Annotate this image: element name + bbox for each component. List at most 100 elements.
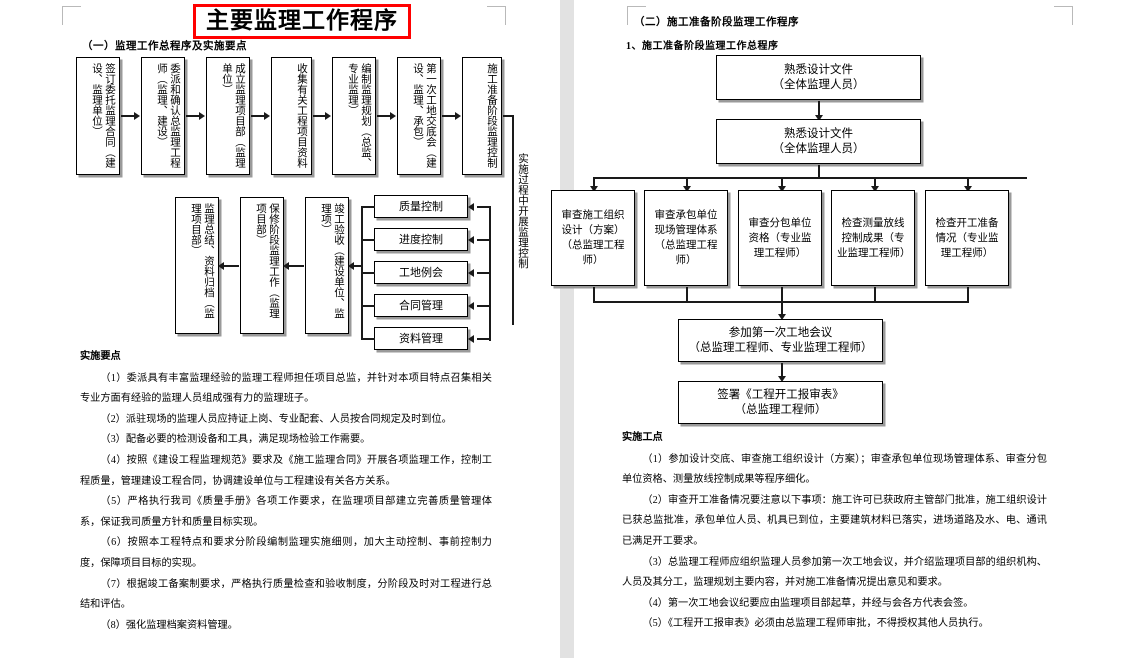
flow-box-parallel-4: 检查测量放线控制成果（专业监理工程师） bbox=[831, 190, 915, 286]
right-points-block: 实施工点 （1）参加设计交底、审查施工组织设计（方案）；审查承包单位现场管理体系… bbox=[622, 428, 1047, 635]
left-points-block: 实施要点 （1）委派具有丰富监理经验的监理工程师担任项目总监，并针对本项目特点召… bbox=[80, 347, 492, 636]
connector-r2-2 bbox=[287, 265, 304, 267]
left-point-2: （2）派驻现场的监理人员应持证上岗、专业配套、人员按合同规定及时到位。 bbox=[100, 413, 452, 425]
control-out-2 bbox=[361, 239, 375, 241]
crop-mark-top-right bbox=[487, 6, 506, 25]
distribution-stem bbox=[818, 165, 820, 178]
page-right: （二）施工准备阶段监理工作程序 1、施工准备阶段监理工作总程序 熟悉设计文件 （… bbox=[551, 0, 1127, 658]
control-feed-5 bbox=[477, 338, 490, 340]
control-box-4: 合同管理 bbox=[374, 294, 468, 317]
connector-r1-1 bbox=[121, 115, 135, 117]
control-feed-2 bbox=[477, 239, 490, 241]
control-box-2: 进度控制 bbox=[374, 228, 468, 251]
control-box-1: 质量控制 bbox=[374, 195, 468, 218]
control-box-5: 资料管理 bbox=[374, 327, 468, 350]
connector-r1-3 bbox=[251, 115, 265, 117]
connector-r1-4 bbox=[313, 115, 326, 117]
right-point-3: （3）总监理工程师应组织监理人员参加第一次工地会议，并介绍监理项目部的组织机构、… bbox=[622, 556, 1047, 589]
connector-r2-1 bbox=[222, 265, 239, 267]
flow-box-top-1-line2: （全体监理人员） bbox=[772, 78, 865, 91]
left-point-8: （8）强化监理档案资料管理。 bbox=[100, 619, 238, 631]
connector-r1-5 bbox=[377, 115, 391, 117]
arrow-control-1 bbox=[468, 203, 474, 211]
collect-4 bbox=[874, 287, 876, 302]
arrow-drop-3 bbox=[778, 186, 786, 192]
flow-box-row1-7: 施工准备阶段监理控制 bbox=[462, 57, 502, 175]
flow-box-bottom-2-line2: （总监理工程师） bbox=[734, 403, 827, 416]
left-point-5: （5）严格执行我司《质量手册》各项工作要求，在监理项目部建立完善质量管理体系，保… bbox=[80, 496, 492, 528]
arrow-r1-6 bbox=[455, 112, 461, 120]
arrow-r2-1 bbox=[218, 262, 224, 270]
control-feed-4 bbox=[477, 305, 490, 307]
drop-3 bbox=[781, 177, 783, 190]
arrow-control-2 bbox=[468, 236, 474, 244]
arrow-top1-top2 bbox=[815, 115, 823, 121]
arrow-drop-4 bbox=[871, 186, 879, 192]
right-point-2: （2）审查开工准备情况要注意以下事项：施工许可已获政府主管部门批准，施工组织设计… bbox=[622, 494, 1047, 547]
flow-box-bottom-2-line1: 签署《工程开工报审表》 bbox=[717, 388, 844, 401]
right-points-heading: 实施工点 bbox=[622, 432, 663, 443]
right-sub-heading: 1、施工准备阶段监理工作总程序 bbox=[626, 41, 779, 52]
control-out-3 bbox=[361, 272, 375, 274]
arrow-drop-1 bbox=[590, 186, 598, 192]
crop-mark-top-left bbox=[62, 6, 81, 25]
flow-box-top-1: 熟悉设计文件 （全体监理人员） bbox=[716, 55, 921, 100]
flow-box-row2-1: 监理总结、资料归档（监理项目部） bbox=[175, 197, 219, 334]
arrow-control-5 bbox=[468, 335, 474, 343]
page-gutter-divider bbox=[560, 0, 574, 658]
arrow-drop-5 bbox=[964, 186, 972, 192]
connector-hook-vertical bbox=[512, 115, 514, 325]
flow-box-top-2-line1: 熟悉设计文件 bbox=[784, 127, 853, 140]
page-title: 主要监理工作程序 bbox=[206, 8, 398, 33]
control-collector-vertical bbox=[361, 206, 363, 340]
left-section-heading: （一）监理工作总程序及实施要点 bbox=[82, 41, 247, 52]
arrow-r1-3 bbox=[264, 112, 270, 120]
arrow-control-4 bbox=[468, 302, 474, 310]
connector-hook-top bbox=[503, 115, 513, 117]
flow-box-top-2-line2: （全体监理人员） bbox=[772, 142, 865, 155]
left-point-6: （6）按照本工程特点和要求分阶段编制监理实施细则，加大主动控制、事前控制力度，保… bbox=[80, 537, 492, 569]
page-left: 主要监理工作程序 （一）监理工作总程序及实施要点 签订委托监理合同（建设、监理单… bbox=[0, 0, 560, 658]
connector-bottom1-bottom2 bbox=[781, 363, 783, 379]
flow-box-parallel-5: 检查开工准备情况（专业监理工程师） bbox=[925, 190, 1009, 286]
flow-box-row1-4: 收集有关工程项目资料 bbox=[271, 57, 312, 175]
implementation-process-label: 实施过程中开展监理控制 bbox=[517, 153, 528, 269]
flow-box-row2-2: 保修阶段监理工作（监理项目部） bbox=[240, 197, 284, 334]
control-out-5 bbox=[361, 338, 375, 340]
collect-2 bbox=[686, 287, 688, 302]
connector-r1-2 bbox=[186, 115, 200, 117]
right-point-4: （4）第一次工地会议纪要应由监理项目部起草，并经与会各方代表会签。 bbox=[642, 597, 974, 609]
connector-top1-top2 bbox=[818, 101, 820, 118]
control-feed-3 bbox=[477, 272, 490, 274]
flow-box-row1-2: 委派和确认总监理工程师（监理、建设） bbox=[141, 57, 185, 175]
crop-mark-top-left-right-page bbox=[627, 6, 646, 25]
left-point-3: （3）配备必要的检测设备和工具，满足现场检验工作需要。 bbox=[100, 434, 371, 446]
flow-box-bottom-1-line2: （总监理工程师、专业监理工程师） bbox=[688, 341, 873, 354]
flow-box-row1-6: 第一次工地交底会（建设、监理、承包） bbox=[397, 57, 441, 175]
arrow-r1-1 bbox=[134, 112, 140, 120]
right-point-1: （1）参加设计交底、审查施工组织设计（方案）；审查承包单位现场管理体系、审查分包… bbox=[622, 453, 1047, 486]
flow-box-parallel-2: 审查承包单位现场管理体系（总监理工程师） bbox=[644, 190, 728, 286]
arrow-drop-2 bbox=[683, 186, 691, 192]
flow-box-parallel-1: 审查施工组织设计（方案）（总监理工程师） bbox=[551, 190, 635, 286]
right-section-heading: （二）施工准备阶段监理工作程序 bbox=[634, 17, 799, 28]
control-box-3: 工地例会 bbox=[374, 261, 468, 284]
arrow-r1-2 bbox=[199, 112, 205, 120]
left-point-4: （4）按照《建设工程监理规范》要求及《施工监理合同》开展各项监理工作，控制工程质… bbox=[80, 454, 492, 487]
flow-box-bottom-1: 参加第一次工地会议 （总监理工程师、专业监理工程师） bbox=[678, 319, 883, 362]
flow-box-bottom-2: 签署《工程开工报审表》 （总监理工程师） bbox=[678, 381, 883, 424]
arrow-control-3 bbox=[468, 269, 474, 277]
control-out-4 bbox=[361, 305, 375, 307]
arrow-bottom1-bottom2 bbox=[778, 376, 786, 382]
document-title-box: 主要监理工作程序 bbox=[193, 4, 411, 39]
crop-mark-top-right-right-page bbox=[1054, 6, 1073, 25]
distribution-bus bbox=[593, 177, 1027, 179]
flow-box-row2-3: 竣工验收（建设单位、监理项） bbox=[305, 197, 349, 334]
drop-4 bbox=[874, 177, 876, 190]
left-point-7: （7）根据竣工备案制要求，严格执行质量检查和验收制度，分阶段及时对工程进行总结和… bbox=[80, 578, 492, 611]
drop-1 bbox=[593, 177, 595, 190]
right-point-5: （5）《工程开工报审表》必须由总监理工程师审批，不得授权其他人员执行。 bbox=[642, 618, 989, 630]
control-feed-1 bbox=[477, 206, 490, 208]
flow-box-row1-1: 签订委托监理合同（建设、监理单位） bbox=[76, 57, 120, 175]
